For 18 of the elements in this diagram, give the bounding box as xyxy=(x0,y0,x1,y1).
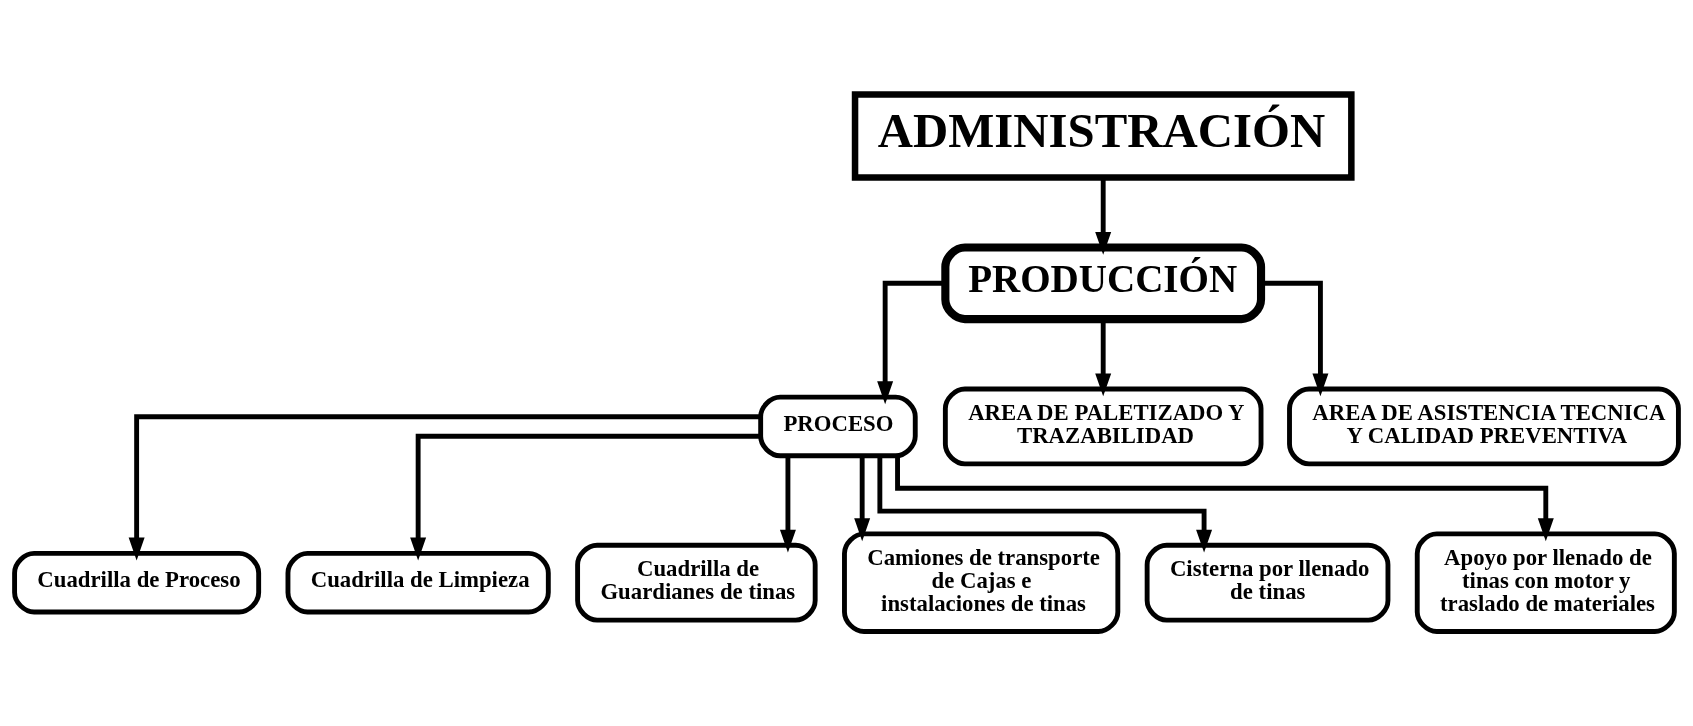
node-box: ADMINISTRACIÓN xyxy=(851,91,1355,181)
node-box: AREA DE ASISTENCIA TECNICA Y CALIDAD PREVENTIVA xyxy=(1287,386,1681,467)
arrow xyxy=(877,456,1213,553)
node-box: Cuadrilla de Guardianes de tinas xyxy=(575,542,818,623)
node-box: Cuadrilla de Proceso xyxy=(12,550,262,615)
node-box: Camiones de transporte de Cajas e instalaciones de tinas xyxy=(842,531,1121,634)
arrow xyxy=(410,433,761,561)
node-box: AREA DE PALETIZADO Y TRAZABILIDAD xyxy=(942,386,1264,467)
node-box: Apoyo por llenado de tinas con motor y traslado de materiales xyxy=(1414,531,1677,634)
node-box: Cisterna por llenado de tinas xyxy=(1144,542,1391,623)
node-box: Cuadrilla de Limpieza xyxy=(285,550,551,615)
arrow xyxy=(779,455,796,553)
arrow xyxy=(1095,177,1112,255)
node-box: PRODUCCIÓN xyxy=(941,243,1266,324)
node-box: PROCESO xyxy=(758,394,918,459)
arrow xyxy=(895,455,1554,542)
arrow xyxy=(854,455,871,542)
arrow xyxy=(128,414,761,561)
